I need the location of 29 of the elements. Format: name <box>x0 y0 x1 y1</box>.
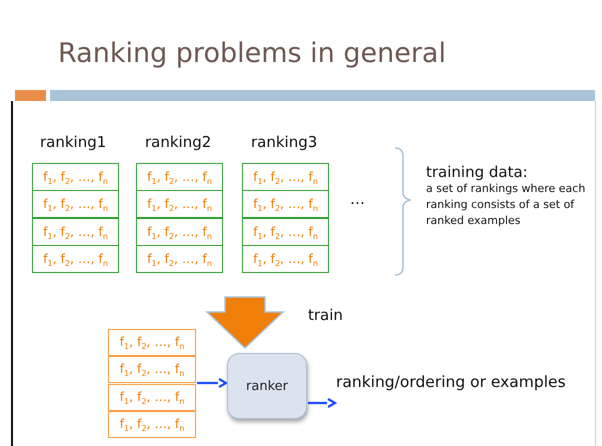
feature-vector-box: f$_{1}$, f$_{2}$, …, f$_{n}$ <box>242 190 329 218</box>
slide-title: Ranking problems in general <box>58 38 446 69</box>
output-text: ranking/ordering or examples <box>336 373 566 391</box>
feature-vector-box: f$_{1}$, f$_{2}$, …, f$_{n}$ <box>136 245 223 273</box>
process-box: ranker <box>227 353 307 419</box>
arrow <box>197 378 228 388</box>
feature-vector-box: f$_{1}$, f$_{2}$, …, f$_{n}$ <box>32 163 119 191</box>
block-arrow <box>205 296 285 350</box>
feature-vector-box: f$_{1}$, f$_{2}$, …, f$_{n}$ <box>108 411 196 438</box>
column-heading: ranking1 <box>40 133 106 151</box>
feature-vector-box: f$_{1}$, f$_{2}$, …, f$_{n}$ <box>108 384 196 411</box>
ellipsis: … <box>350 190 365 208</box>
note-heading: training data: <box>426 163 528 181</box>
feature-vector-box: f$_{1}$, f$_{2}$, …, f$_{n}$ <box>32 218 119 246</box>
feature-vector-box: f$_{1}$, f$_{2}$, …, f$_{n}$ <box>108 356 196 383</box>
feature-vector-box: f$_{1}$, f$_{2}$, …, f$_{n}$ <box>242 218 329 246</box>
feature-vector-box: f$_{1}$, f$_{2}$, …, f$_{n}$ <box>242 163 329 191</box>
feature-vector-box: f$_{1}$, f$_{2}$, …, f$_{n}$ <box>136 218 223 246</box>
edge-label: train <box>308 306 343 324</box>
feature-vector-box: f$_{1}$, f$_{2}$, …, f$_{n}$ <box>32 190 119 218</box>
column-heading: ranking3 <box>251 133 318 151</box>
feature-vector-box: f$_{1}$, f$_{2}$, …, f$_{n}$ <box>32 245 119 273</box>
note-text: a set of rankings where each ranking consists of a set of ranked examples <box>426 181 586 229</box>
feature-vector-box: f$_{1}$, f$_{2}$, …, f$_{n}$ <box>108 329 196 356</box>
feature-vector-box: f$_{1}$, f$_{2}$, …, f$_{n}$ <box>136 163 223 191</box>
column-heading: ranking2 <box>145 133 212 151</box>
feature-vector-box: f$_{1}$, f$_{2}$, …, f$_{n}$ <box>242 245 329 273</box>
arrow <box>308 398 336 408</box>
feature-vector-box: f$_{1}$, f$_{2}$, …, f$_{n}$ <box>136 190 223 218</box>
